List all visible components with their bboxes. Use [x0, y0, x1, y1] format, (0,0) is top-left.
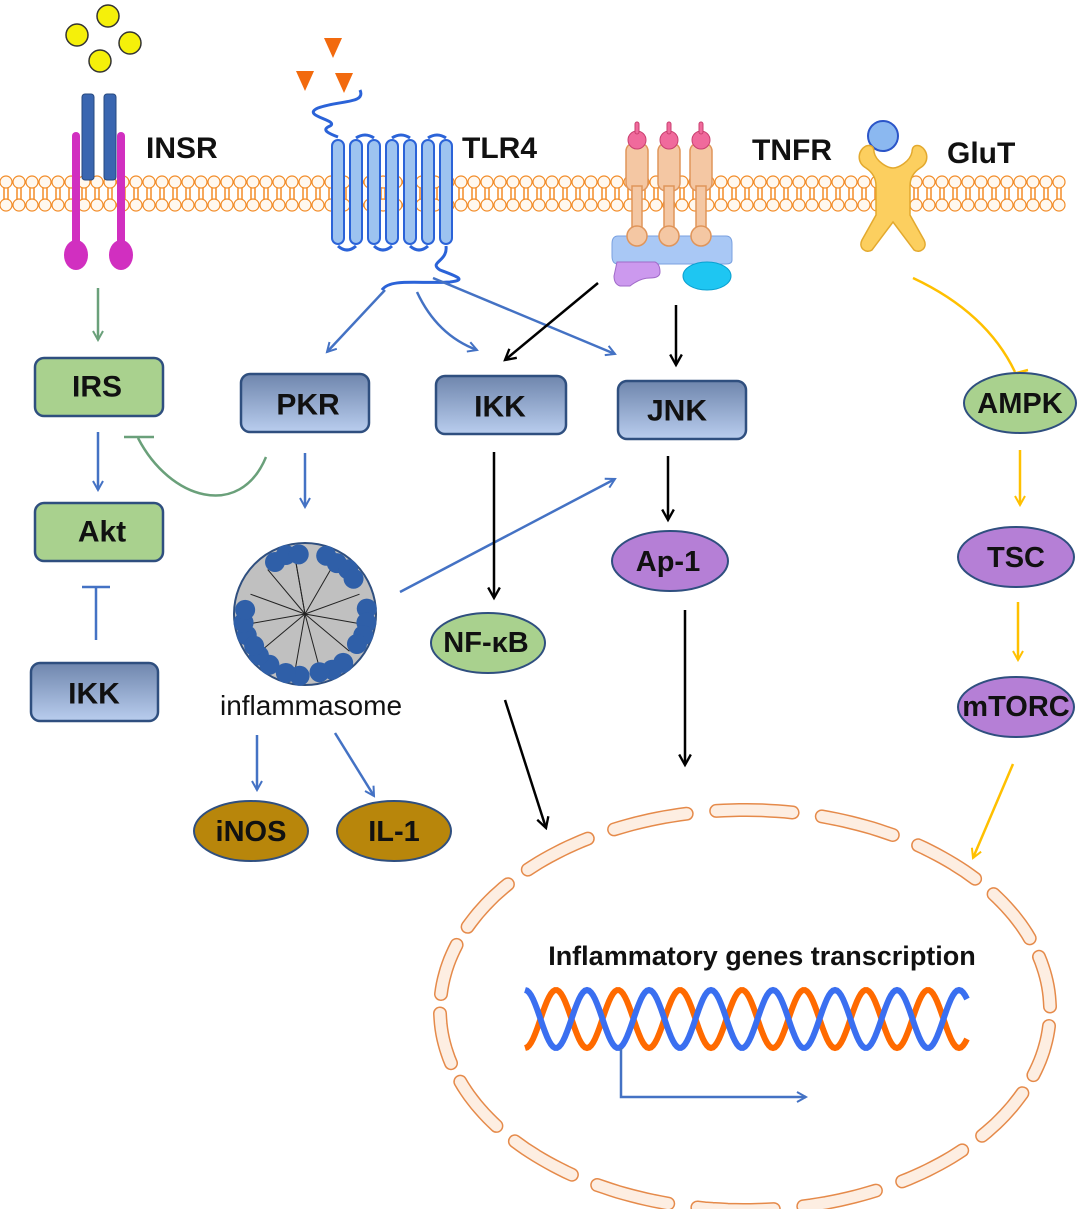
lps-molecules — [296, 38, 353, 93]
svg-text:PKR: PKR — [276, 389, 340, 422]
node-ikk-left[interactable]: IKK — [29, 661, 160, 723]
tlr4-label: TLR4 — [462, 132, 537, 165]
node-inos[interactable]: iNOS — [193, 800, 309, 862]
svg-text:mTORC: mTORC — [962, 691, 1069, 723]
edge-mtorc-nucleus — [973, 763, 1015, 858]
edge-glut-inhibits-ampk — [912, 276, 1017, 373]
edge-tlr4-ikk — [415, 291, 477, 350]
node-ampk[interactable]: AMPK — [963, 372, 1077, 434]
tnfr-receptor — [611, 121, 733, 291]
node-il1[interactable]: IL-1 — [336, 800, 452, 862]
svg-text:iNOS: iNOS — [216, 816, 287, 848]
svg-text:IKK: IKK — [68, 678, 120, 711]
node-pkr[interactable]: PKR — [239, 372, 371, 434]
svg-text:TSC: TSC — [987, 542, 1045, 574]
svg-text:IRS: IRS — [72, 371, 122, 404]
edge-inflammasome-jnk — [399, 479, 615, 594]
svg-text:AMPK: AMPK — [977, 388, 1062, 420]
edge-tnfr-ikk — [505, 282, 599, 360]
node-mtorc[interactable]: mTORC — [957, 676, 1075, 738]
svg-text:NF-κB: NF-κB — [443, 627, 528, 659]
edge-nfkb-nucleus — [503, 699, 546, 828]
svg-text:IKK: IKK — [474, 391, 526, 424]
node-jnk[interactable]: JNK — [616, 379, 748, 441]
edge-inflammasome-il1 — [333, 732, 374, 796]
svg-text:Akt: Akt — [78, 516, 126, 549]
inflammasome-label: inflammasome — [220, 690, 402, 721]
nucleus-envelope — [433, 803, 1057, 1209]
node-ap1[interactable]: Ap-1 — [611, 530, 729, 592]
node-ikk-center[interactable]: IKK — [434, 374, 568, 436]
inflammasome-complex[interactable] — [233, 542, 377, 686]
glut-transporter — [858, 120, 928, 252]
edge-tlr4-pkr — [327, 289, 386, 352]
svg-text:Ap-1: Ap-1 — [636, 546, 700, 578]
insr-label: INSR — [146, 132, 218, 165]
svg-text:IL-1: IL-1 — [368, 816, 420, 848]
edge-pkr-inhibits-irs — [136, 437, 268, 497]
edge-tlr4-jnk — [432, 276, 615, 354]
insr-receptor — [64, 93, 133, 270]
tnfr-label: TNFR — [752, 134, 832, 167]
dna-double-helix — [524, 986, 970, 1052]
glut-label: GluT — [947, 137, 1015, 170]
node-tsc[interactable]: TSC — [957, 526, 1075, 588]
transcription-start-arrow — [619, 1048, 806, 1097]
node-nfkb[interactable]: NF-κB — [430, 612, 546, 674]
insulin-molecules — [65, 4, 142, 73]
nucleus-title: Inflammatory genes transcription — [548, 941, 976, 971]
svg-text:JNK: JNK — [647, 395, 707, 428]
node-akt[interactable]: Akt — [33, 501, 165, 563]
tlr4-receptor — [311, 89, 461, 292]
pathway-edges — [82, 276, 1029, 858]
node-irs[interactable]: IRS — [33, 356, 165, 418]
